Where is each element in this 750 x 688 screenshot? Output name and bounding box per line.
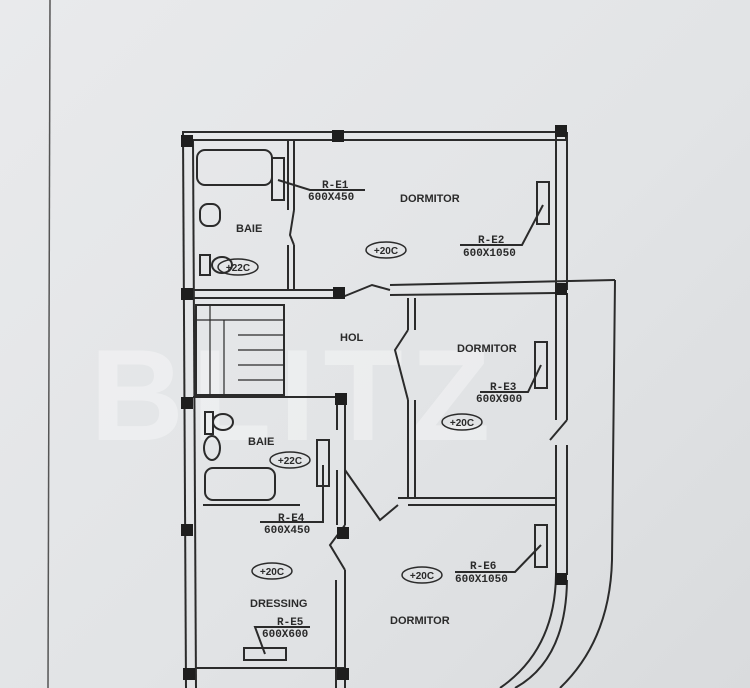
- svg-text:R-E2: R-E2: [478, 235, 504, 247]
- radiator-label-r-e5: R-E5 600X600: [262, 617, 308, 641]
- svg-text:600X600: 600X600: [262, 629, 308, 641]
- svg-text:+20C: +20C: [450, 418, 474, 429]
- temp-badge-bedroom-bottom: +20C: [401, 566, 443, 584]
- sheet-border-line: [47, 0, 51, 688]
- radiator-label-r-e2: R-E2 600X1050: [463, 235, 516, 260]
- temp-badge-bath-top: +22C: [217, 258, 259, 276]
- room-label-bedroom-mid: DORMITOR: [457, 343, 517, 355]
- watermark: BLITZ: [90, 322, 498, 468]
- svg-text:R-E3: R-E3: [490, 382, 517, 394]
- temp-badge-bedroom-mid: +20C: [441, 413, 483, 431]
- temp-badge-bath-mid: +22C: [269, 451, 311, 469]
- svg-text:600X1050: 600X1050: [455, 574, 508, 586]
- svg-text:600X450: 600X450: [264, 525, 310, 537]
- radiator-label-r-e3: R-E3 600X900: [476, 382, 522, 406]
- svg-text:+20C: +20C: [410, 571, 434, 582]
- radiator-label-r-e6: R-E6 600X1050: [455, 561, 508, 586]
- svg-text:600X1050: 600X1050: [463, 248, 516, 260]
- room-label-bath-mid: BAIE: [248, 436, 274, 448]
- room-label-bedroom-bottom: DORMITOR: [390, 615, 450, 627]
- temp-badge-bedroom-top: +20C: [365, 241, 407, 259]
- svg-text:+20C: +20C: [260, 567, 284, 578]
- walls: [182, 131, 616, 688]
- svg-text:+22C: +22C: [278, 456, 302, 467]
- room-label-dressing: DRESSING: [250, 598, 307, 610]
- columns: [181, 125, 567, 680]
- room-label-bath-top: BAIE: [236, 223, 262, 235]
- svg-text:600X900: 600X900: [476, 394, 522, 406]
- temp-badge-dressing: +20C: [251, 562, 293, 580]
- room-label-bedroom-top: DORMITOR: [400, 193, 460, 205]
- svg-text:R-E5: R-E5: [277, 617, 304, 629]
- svg-text:R-E6: R-E6: [470, 561, 496, 573]
- radiator-label-r-e4: R-E4 600X450: [264, 513, 310, 537]
- svg-text:R-E1: R-E1: [322, 180, 349, 192]
- svg-text:600X450: 600X450: [308, 192, 354, 204]
- room-label-hall: HOL: [340, 332, 364, 344]
- svg-text:+20C: +20C: [374, 246, 398, 257]
- svg-text:R-E4: R-E4: [278, 513, 305, 525]
- svg-text:+22C: +22C: [226, 263, 250, 274]
- radiator-label-r-e1: R-E1 600X450: [308, 180, 354, 204]
